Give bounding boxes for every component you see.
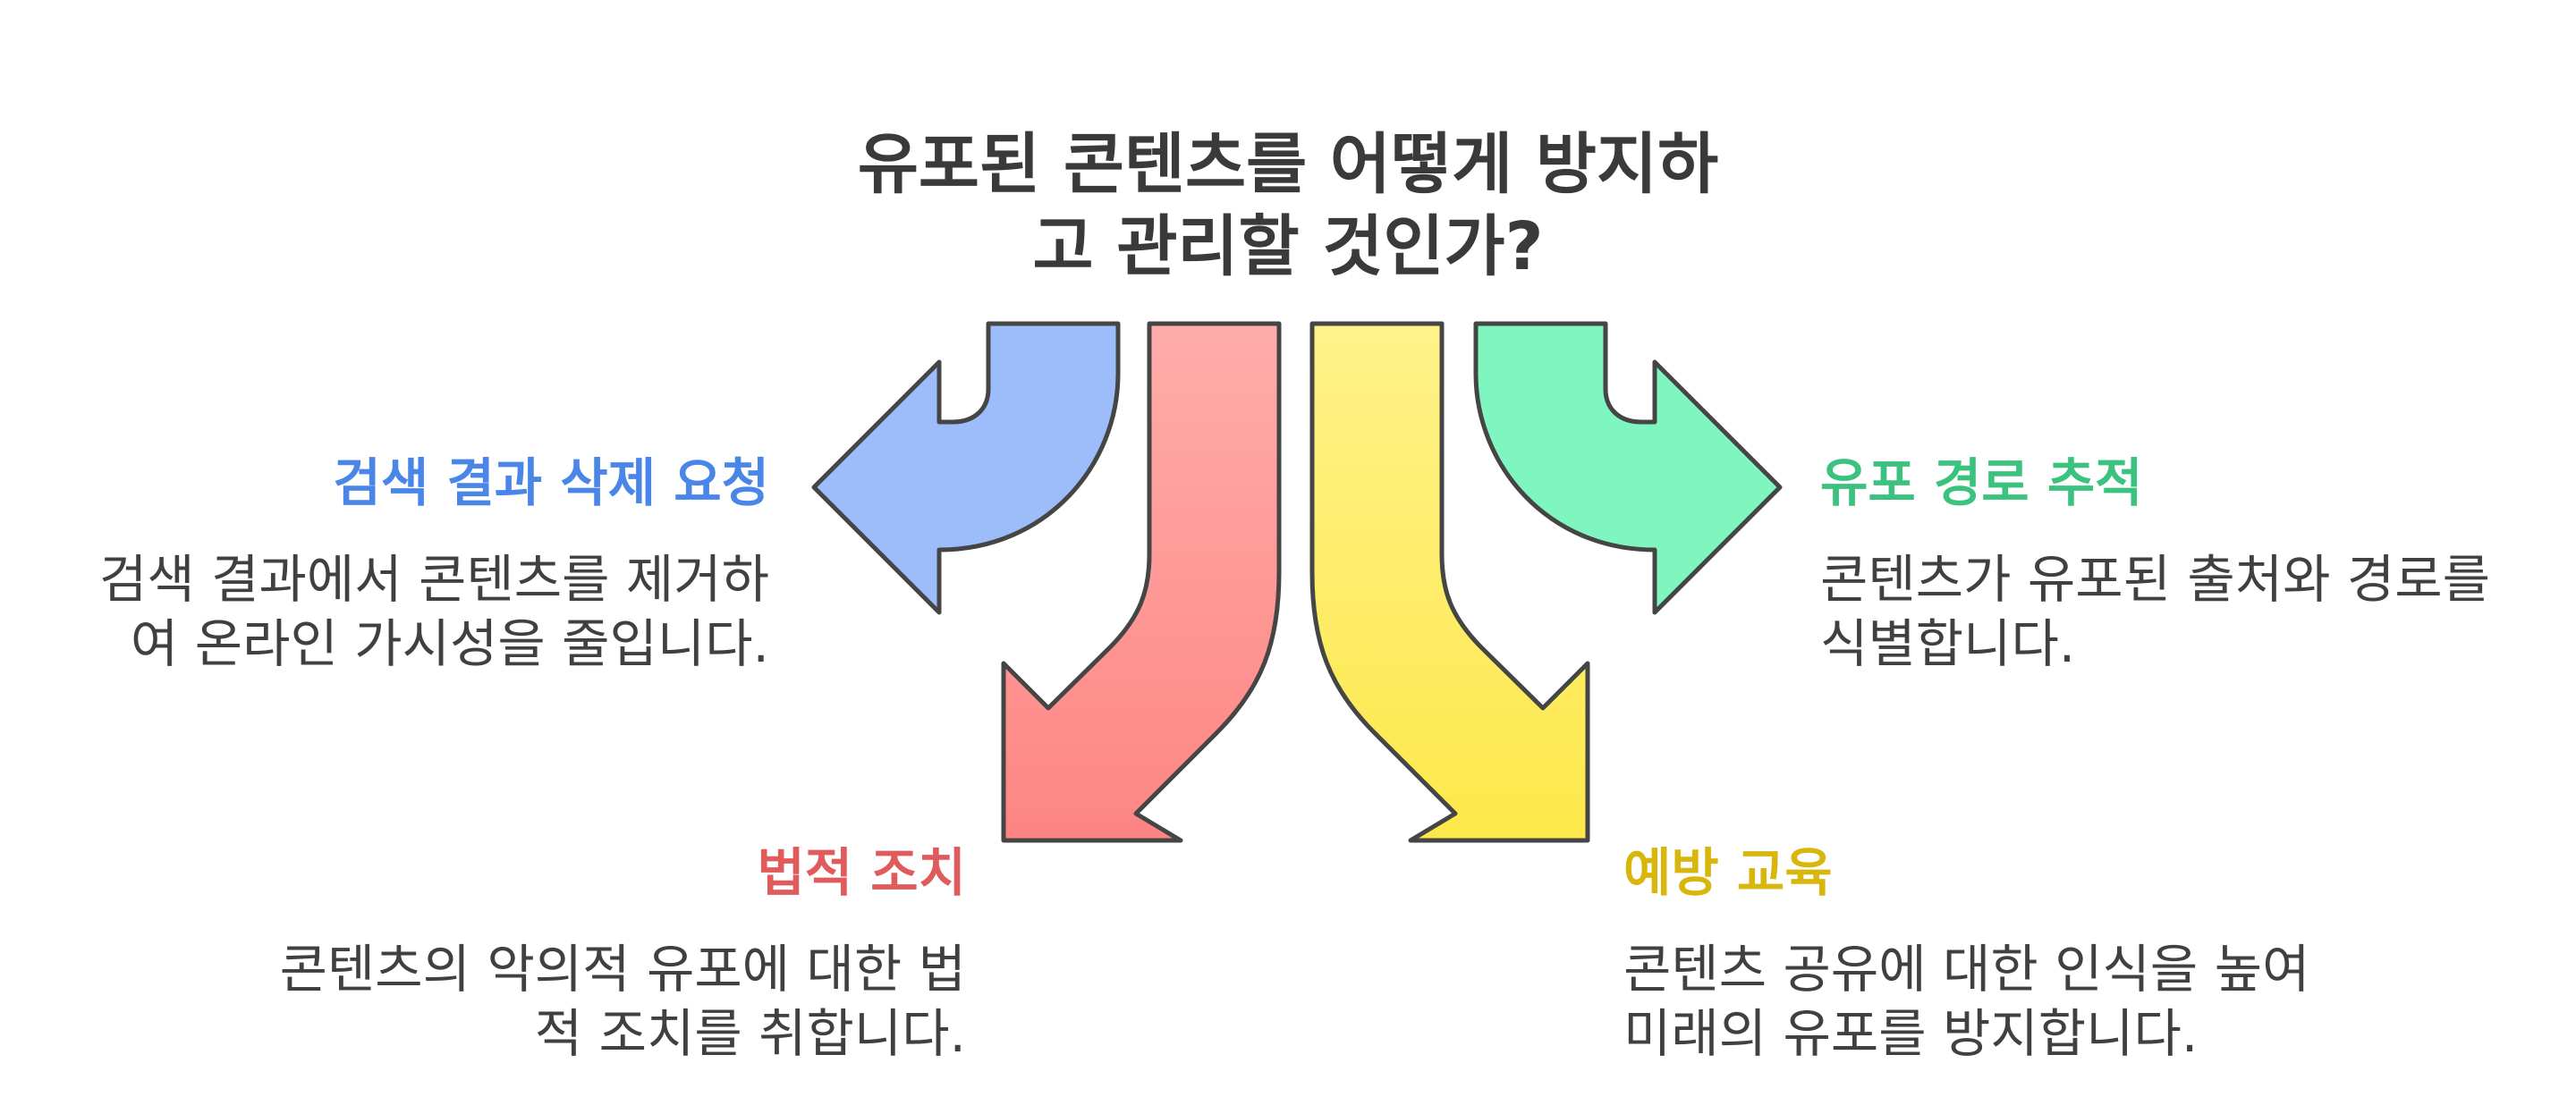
- diagram-title: 유포된 콘텐츠를 어떻게 방지하 고 관리할 것인가?: [751, 123, 1825, 288]
- branch-label-legal-action: 법적 조치: [757, 842, 966, 903]
- red-arrow-down-left: [1001, 321, 1282, 843]
- desc-line: 콘텐츠의 악의적 유포에 대한 법: [279, 939, 966, 1000]
- branch-desc-prevention-education: 콘텐츠 공유에 대한 인식을 높여 미래의 유포를 방지합니다.: [1623, 937, 2309, 1066]
- blue-arrow-left: [811, 321, 1121, 615]
- branch-label-trace-distribution: 유포 경로 추적: [1820, 452, 2143, 513]
- yellow-arrow-down-right: [1309, 321, 1590, 843]
- branch-desc-search-removal: 검색 결과에서 콘텐츠를 제거하 여 온라인 가시성을 줄입니다.: [54, 547, 769, 676]
- desc-line: 미래의 유포를 방지합니다.: [1623, 1003, 2199, 1064]
- title-line-2: 고 관리할 것인가?: [1032, 208, 1544, 285]
- branch-label-search-removal: 검색 결과 삭제 요청: [333, 452, 769, 513]
- branch-label-prevention-education: 예방 교육: [1623, 842, 1833, 903]
- desc-line: 검색 결과에서 콘텐츠를 제거하: [99, 549, 769, 610]
- desc-line: 식별합니다.: [1820, 613, 2076, 674]
- desc-line: 적 조치를 취합니다.: [534, 1003, 966, 1064]
- desc-line: 여 온라인 가시성을 줄입니다.: [130, 613, 769, 674]
- branch-desc-trace-distribution: 콘텐츠가 유포된 출처와 경로를 식별합니다.: [1820, 547, 2490, 676]
- branch-desc-legal-action: 콘텐츠의 악의적 유포에 대한 법 적 조치를 취합니다.: [161, 937, 966, 1066]
- green-arrow-right: [1473, 321, 1783, 615]
- desc-line: 콘텐츠 공유에 대한 인식을 높여: [1623, 939, 2310, 1000]
- desc-line: 콘텐츠가 유포된 출처와 경로를: [1820, 549, 2490, 610]
- title-line-1: 유포된 콘텐츠를 어떻게 방지하: [857, 126, 1719, 203]
